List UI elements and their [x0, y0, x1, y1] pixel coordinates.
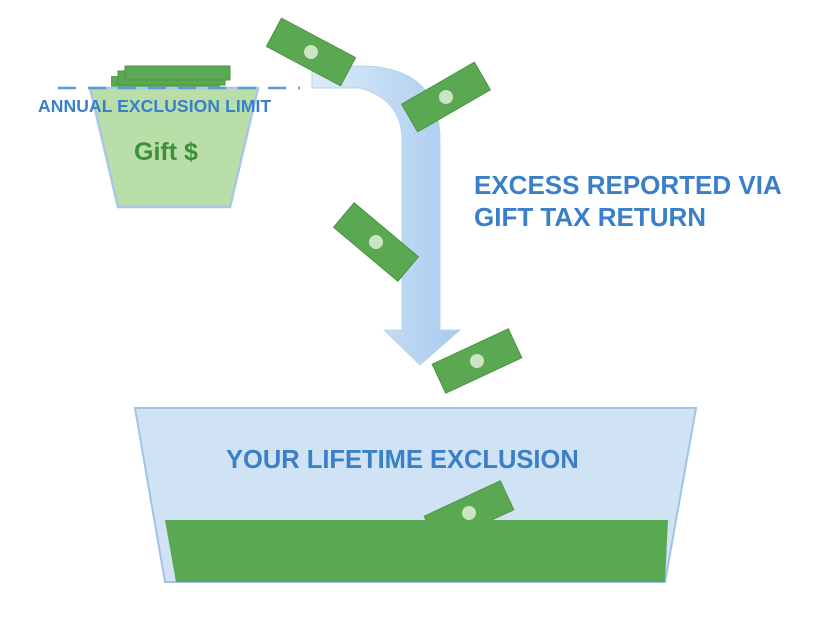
lifetime-exclusion-label: YOUR LIFETIME EXCLUSION [226, 446, 579, 474]
money-bill-icon [431, 328, 523, 394]
excess-reported-label: EXCESS REPORTED VIA GIFT TAX RETURN [474, 169, 782, 233]
lifetime-bucket [133, 407, 698, 583]
money-bill-icon [265, 17, 357, 87]
money-stack-icon [111, 65, 231, 90]
gift-bucket [58, 65, 300, 209]
lifetime-bucket-contents [165, 520, 668, 582]
money-bill-icon [400, 61, 492, 133]
excess-label-line-2: GIFT TAX RETURN [474, 202, 707, 232]
excess-label-line-1: EXCESS REPORTED VIA [474, 170, 782, 200]
gift-dollars-label: Gift $ [134, 138, 198, 166]
curved-arrow-down-icon [311, 65, 462, 366]
money-bill-icon [332, 202, 420, 282]
gift-bucket-body [88, 86, 260, 209]
annual-exclusion-limit-label: ANNUAL EXCLUSION LIMIT [38, 96, 272, 116]
